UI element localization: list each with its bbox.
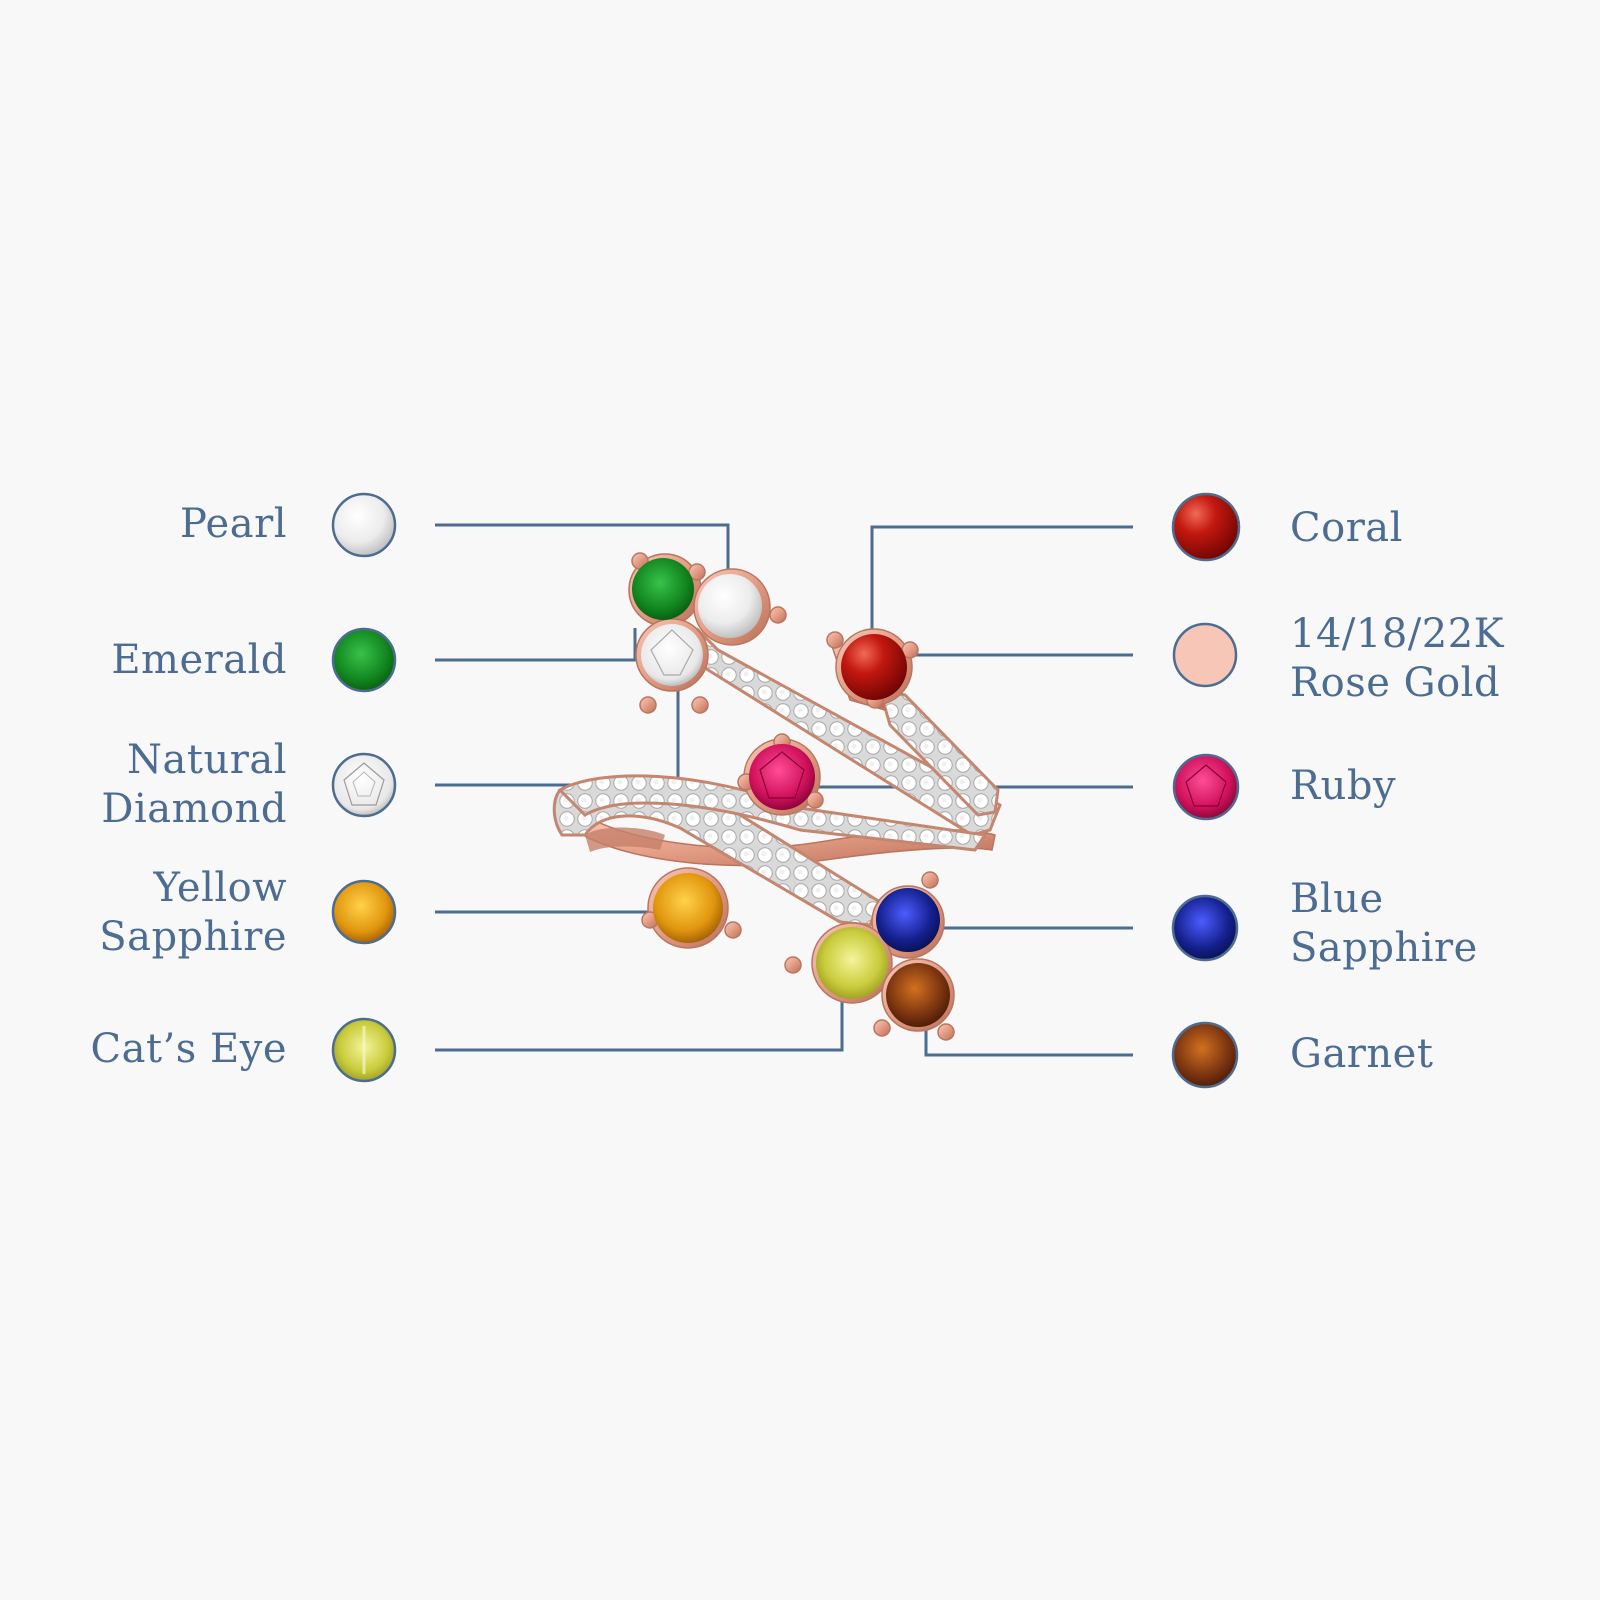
garnet-icon [1171, 1021, 1239, 1089]
coral-leader-line [870, 525, 1133, 643]
diamond-icon [331, 752, 397, 818]
cats-eye-icon [331, 1017, 397, 1083]
ring-diamond [641, 624, 703, 686]
ring-ruby [749, 744, 815, 810]
rose-gold-icon [1172, 622, 1238, 688]
ring-emerald [632, 558, 694, 620]
emerald-icon [331, 627, 397, 693]
label-coral: Coral [1290, 505, 1403, 551]
ring [552, 627, 1002, 927]
pearl-icon [331, 492, 397, 558]
ring-stones [632, 558, 950, 1027]
ring-coral [841, 634, 907, 700]
ring-yellow-sapphire [653, 873, 723, 943]
emerald-leader-line [435, 628, 637, 662]
garnet-leader-line [924, 1005, 1133, 1057]
diamond-leader-line [435, 680, 680, 787]
label-garnet: Garnet [1290, 1031, 1434, 1077]
legend-icons [331, 492, 1241, 1089]
pave-shank-right [877, 688, 1000, 817]
label-cats-eye: Cat’s Eye [90, 1026, 287, 1072]
ruby-icon [1172, 753, 1240, 821]
ring-cats-eye [816, 927, 888, 999]
label-yellow-sapphire: Yellow Sapphire [99, 865, 287, 960]
label-emerald: Emerald [111, 637, 287, 683]
coral-icon [1171, 492, 1241, 562]
ring-blue-sapphire [876, 888, 940, 952]
label-blue-sapphire: Blue Sapphire [1290, 876, 1478, 971]
label-pearl: Pearl [179, 501, 287, 547]
ring-pearl [698, 574, 762, 638]
cats-eye-leader-line [435, 968, 844, 1052]
label-ruby: Ruby [1290, 763, 1397, 809]
yellow-sapphire-icon [331, 879, 397, 945]
label-rose-gold: 14/18/22K Rose Gold [1290, 611, 1505, 706]
ring-garnet [886, 963, 950, 1027]
blue-sapphire-icon [1171, 894, 1239, 962]
label-natural-diamond: Natural Diamond [101, 737, 287, 832]
